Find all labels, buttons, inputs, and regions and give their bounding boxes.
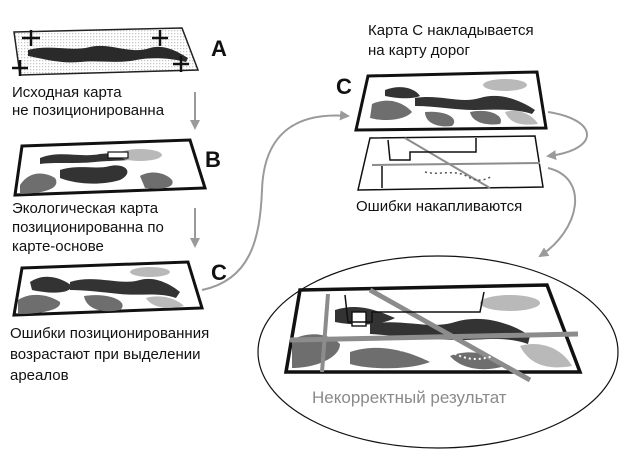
road-map [357,135,544,191]
arrow-right-icon [201,110,350,291]
road-map-sheet [357,135,544,191]
road-line [371,162,541,166]
map-c-right-patch [385,87,420,99]
map-c-left-patch [84,295,123,312]
map-b-patch [60,165,128,184]
result-patch [480,295,540,311]
result-patch [520,344,572,368]
map-a-river-shape [28,45,188,63]
map-c-left-patch [130,267,170,277]
crosshair-icon [12,30,189,76]
map-c-right [354,70,548,132]
result-dotted-trail [399,349,506,360]
map-c-left [12,260,205,317]
result-patch [350,347,430,369]
arrow-right-icon [538,167,577,258]
map-c-left-patch [146,296,184,308]
map-b [13,138,208,197]
result-panel [257,255,619,449]
map-c-right-patch [370,100,412,120]
map-c-left-patch [18,294,61,314]
result-road [368,287,532,383]
map-c-left-patch [70,278,180,298]
map-c-left-patch [30,276,72,293]
map-b-patch [107,151,129,159]
dotted-trail [424,171,493,181]
map-c-right-patch [483,79,527,91]
result-patch [351,311,367,327]
map-c-right-patch [415,95,535,114]
map-c-right-patch [505,110,538,125]
result-road [289,331,579,343]
arrow-right-icon [546,111,588,161]
map-a [12,27,200,76]
road-line [404,137,491,189]
map-b-patch [118,149,162,161]
map-b-patch [20,173,57,194]
result-road [320,293,330,373]
flow-arrows [190,92,588,291]
map-b-patch [140,172,173,189]
map-c-right-patch [425,111,455,127]
result-boundary [344,291,485,323]
boundary-line [387,138,477,161]
result-patch [292,334,340,368]
map-c-right-patch [470,110,501,125]
